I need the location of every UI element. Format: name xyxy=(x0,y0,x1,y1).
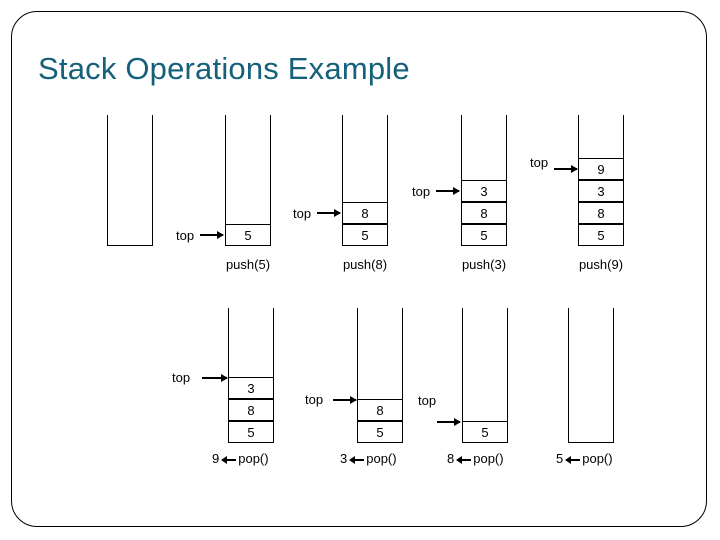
stack-walls xyxy=(228,308,274,443)
top-pointer-arrow xyxy=(554,165,578,173)
stack-floor xyxy=(568,442,614,443)
popped-value: 3 xyxy=(340,451,348,466)
stack-cell: 5 xyxy=(357,421,403,443)
stack-empty-initial xyxy=(107,115,153,246)
top-pointer-label: top xyxy=(418,393,437,408)
stack-walls xyxy=(107,115,153,246)
pop-caption: 3 pop() xyxy=(340,451,397,466)
stack-cell: 8 xyxy=(342,202,388,224)
figure-caption: push(3) xyxy=(461,257,507,272)
pop-caption: 5 pop() xyxy=(556,451,613,466)
figure-caption: push(9) xyxy=(578,257,624,272)
stack-walls xyxy=(225,115,271,246)
popped-value: 5 xyxy=(556,451,564,466)
top-pointer-label: top xyxy=(412,184,431,199)
stack-pop-3: 8 5 xyxy=(357,308,403,443)
figure-caption: push(5) xyxy=(225,257,271,272)
pop-caption: 9 pop() xyxy=(212,451,269,466)
popped-value: 9 xyxy=(212,451,220,466)
pop-call-label: pop() xyxy=(238,451,269,466)
stack-floor xyxy=(107,245,153,246)
stack-cell: 8 xyxy=(357,399,403,421)
page-title: Stack Operations Example xyxy=(38,51,410,86)
stack-push-5: 5 xyxy=(225,115,271,246)
stack-cell: 3 xyxy=(461,180,507,202)
top-pointer-label: top xyxy=(305,392,324,407)
stack-cell: 8 xyxy=(461,202,507,224)
arrow-left-icon xyxy=(221,455,237,465)
stack-walls xyxy=(462,308,508,443)
stack-cell: 5 xyxy=(578,224,624,246)
top-pointer-label: top xyxy=(293,206,312,221)
stack-cell: 8 xyxy=(578,202,624,224)
stack-cell: 9 xyxy=(578,158,624,180)
popped-value: 8 xyxy=(447,451,455,466)
stack-walls xyxy=(357,308,403,443)
stack-walls xyxy=(342,115,388,246)
top-pointer-arrow xyxy=(200,231,224,239)
arrow-left-icon xyxy=(349,455,365,465)
stack-pop-9: 3 8 5 xyxy=(228,308,274,443)
stack-walls xyxy=(568,308,614,443)
top-pointer-arrow xyxy=(317,209,341,217)
top-pointer-label: top xyxy=(176,228,195,243)
stack-pop-8: 5 xyxy=(462,308,508,443)
stack-cell: 3 xyxy=(228,377,274,399)
pop-call-label: pop() xyxy=(473,451,504,466)
pop-call-label: pop() xyxy=(366,451,397,466)
stack-push-3: 3 8 5 xyxy=(461,115,507,246)
stack-cell: 3 xyxy=(578,180,624,202)
stack-pop-5 xyxy=(568,308,614,443)
top-pointer-arrow xyxy=(202,374,228,382)
top-pointer-label: top xyxy=(530,155,549,170)
stack-cell: 5 xyxy=(462,421,508,443)
stack-push-8: 8 5 xyxy=(342,115,388,246)
arrow-left-icon xyxy=(565,455,581,465)
stack-push-9: 9 3 8 5 xyxy=(578,115,624,246)
stack-cell: 5 xyxy=(225,224,271,246)
top-pointer-arrow xyxy=(437,418,461,426)
figure-caption: push(8) xyxy=(342,257,388,272)
arrow-left-icon xyxy=(456,455,472,465)
pop-caption: 8 pop() xyxy=(447,451,504,466)
pop-call-label: pop() xyxy=(582,451,613,466)
stack-cell: 5 xyxy=(461,224,507,246)
top-pointer-arrow xyxy=(436,187,460,195)
top-pointer-label: top xyxy=(172,370,191,385)
stack-cell: 8 xyxy=(228,399,274,421)
stack-cell: 5 xyxy=(228,421,274,443)
top-pointer-arrow xyxy=(333,396,357,404)
stack-cell: 5 xyxy=(342,224,388,246)
